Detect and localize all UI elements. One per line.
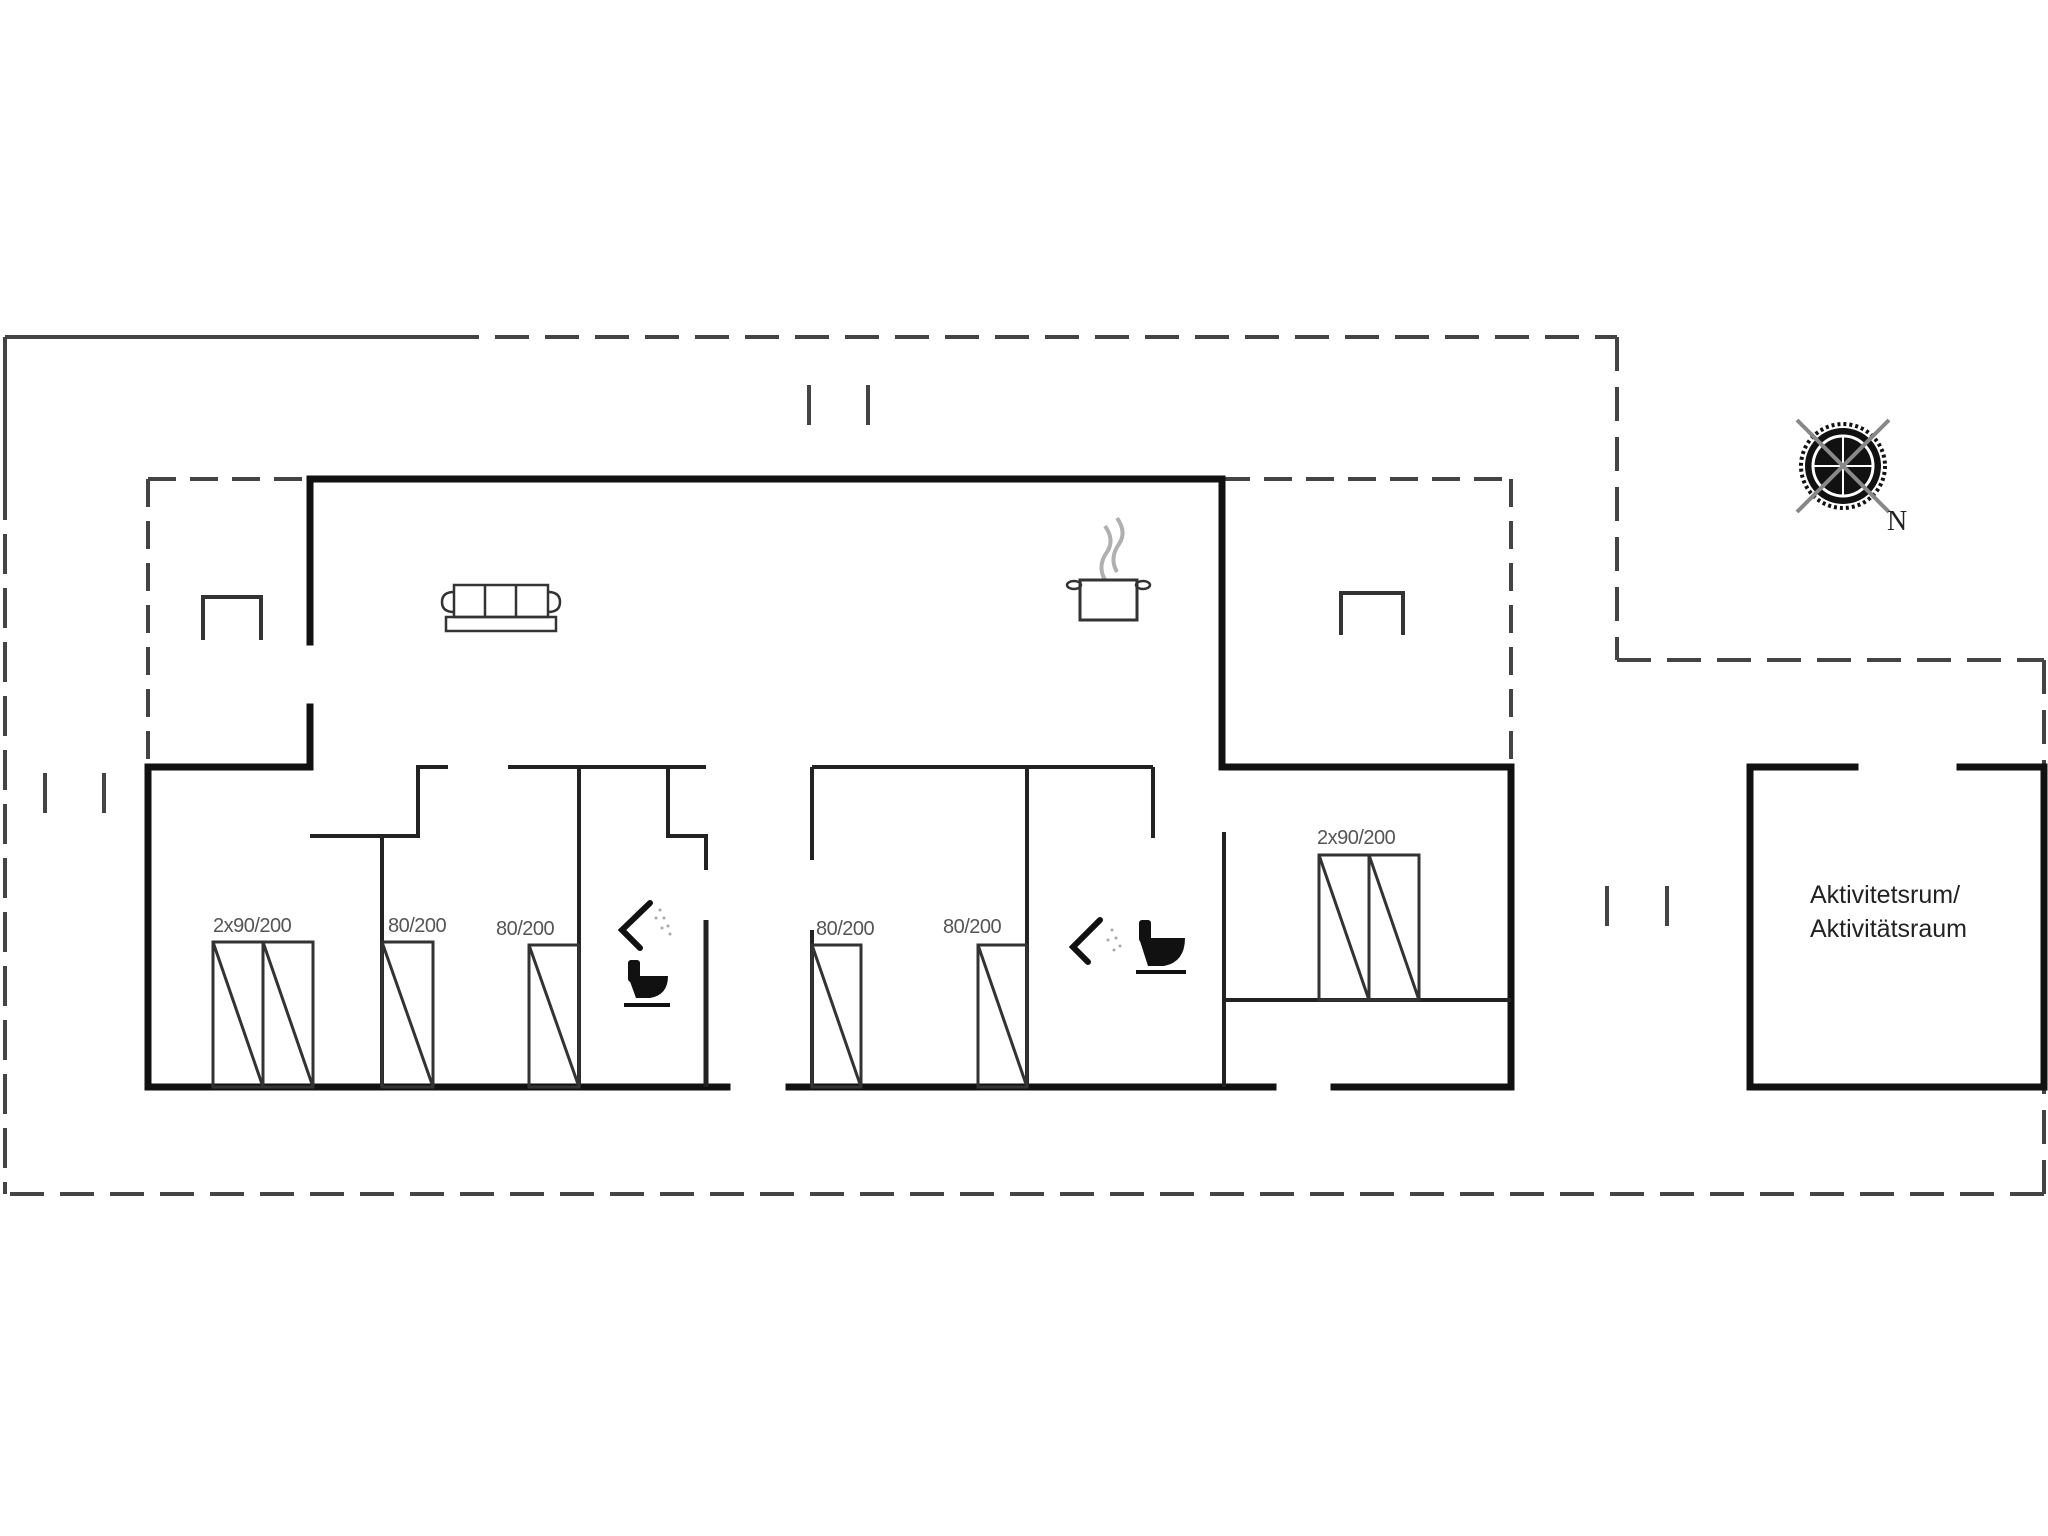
chair-icon [201, 595, 263, 640]
activity-room-label: Aktivitetsrum/ Aktivitätsraum [1810, 878, 1967, 946]
bed-label: 2x90/200 [213, 915, 292, 937]
sofa-icon [440, 583, 562, 633]
toilet-icon [624, 960, 670, 1007]
activity-room-label-line1: Aktivitetsrum/ [1810, 881, 1961, 909]
covered-terrace-boundary [146, 477, 1513, 767]
compass-rose-icon [1795, 418, 1891, 514]
interior-walls [310, 765, 1511, 1087]
activity-room-walls [1746, 763, 2048, 1091]
cooking-pot-icon [1065, 516, 1152, 622]
chair-icon [1339, 591, 1405, 635]
shower-icon [1068, 917, 1122, 965]
bed-label: 80/200 [943, 916, 1002, 938]
bed-label: 80/200 [816, 918, 875, 940]
bed-label: 80/200 [496, 918, 555, 940]
bed-icons [211, 853, 1421, 1089]
toilet-icon [1136, 920, 1186, 974]
north-label: N [1887, 506, 1908, 537]
shower-icon [617, 900, 672, 951]
activity-room-label-line2: Aktivitätsraum [1810, 915, 1967, 943]
bed-label: 2x90/200 [1317, 827, 1396, 849]
window-marks [43, 385, 1669, 926]
bed-label: 80/200 [388, 915, 447, 937]
